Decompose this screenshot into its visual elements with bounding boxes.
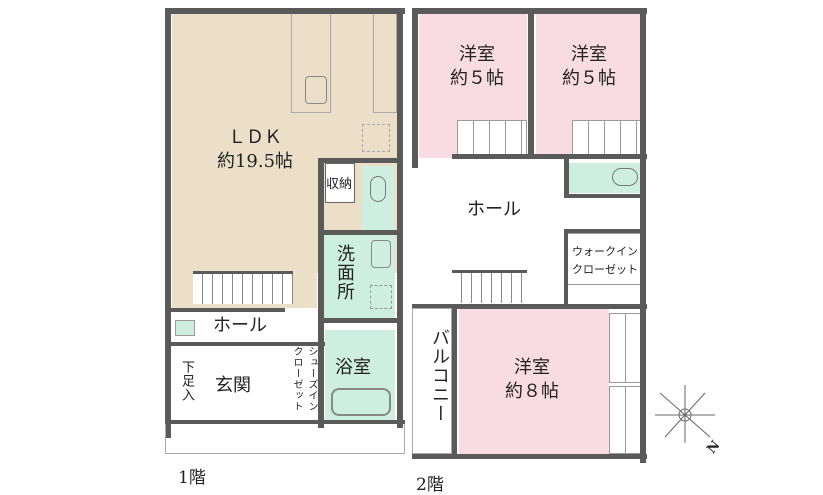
wall — [452, 154, 647, 159]
wall — [397, 8, 403, 428]
wall — [165, 8, 171, 438]
toilet-2f-icon — [612, 168, 638, 186]
storage-room — [325, 163, 355, 203]
closet-b — [572, 120, 644, 158]
storage-label: 収納 — [326, 177, 353, 192]
wall — [165, 420, 405, 424]
stairs-2f — [452, 270, 527, 303]
hall-2f-label: ホール — [467, 199, 521, 220]
walk-in-label: ウォークイン クローゼット — [572, 243, 638, 279]
hall-1f-label: ホール — [213, 315, 267, 336]
washbasin-icon — [371, 240, 391, 268]
wall — [564, 229, 568, 304]
wall — [528, 8, 534, 158]
wall — [452, 304, 457, 454]
ldk-name: ＬＤＫ — [228, 127, 282, 148]
western-c-name: 洋室 — [514, 357, 550, 378]
wall — [564, 229, 644, 233]
wall — [165, 8, 405, 14]
wall — [318, 158, 324, 428]
balcony-label: バルコニー — [429, 328, 450, 423]
western-b-size: 約５帖 — [562, 68, 616, 89]
floor-2-plan: 洋室 約５帖 洋室 約５帖 ホール ウォークイン クローゼット 洋室 約８帖 バ… — [412, 8, 647, 463]
wall — [318, 158, 398, 163]
washroom-label: 洗面所 — [334, 244, 355, 301]
floor-1-label: 1階 — [178, 468, 206, 488]
western-a-label: 洋室 約５帖 — [437, 43, 517, 91]
kitchen-sink-icon — [305, 76, 327, 104]
closet-c1 — [609, 313, 644, 383]
wall — [412, 304, 647, 309]
western-b-label: 洋室 約５帖 — [549, 43, 629, 91]
wall — [640, 8, 646, 463]
wall — [564, 194, 644, 198]
bathroom — [325, 330, 395, 420]
washroom — [322, 233, 395, 318]
wall — [165, 342, 325, 346]
stairs-1f — [193, 271, 293, 304]
wall — [412, 8, 418, 168]
wall — [165, 308, 285, 312]
wall — [564, 158, 569, 198]
ldk-size: 約19.5帖 — [216, 151, 294, 172]
toilet-icon — [370, 176, 386, 202]
wall — [318, 318, 398, 323]
balcony-outline — [412, 308, 452, 454]
closet-c2 — [609, 386, 644, 454]
western-a-size: 約５帖 — [450, 68, 504, 89]
shoe-box-label: 下足入 — [179, 360, 194, 402]
floor-2-label: 2階 — [416, 475, 444, 495]
sink-small-icon — [175, 320, 195, 336]
wall — [412, 454, 647, 459]
compass-rose-icon — [655, 385, 715, 445]
western-c-size: 約８帖 — [505, 381, 559, 402]
porch-outline — [165, 424, 405, 454]
bath-label: 浴室 — [335, 357, 371, 378]
shoes-closet-label: シューズインクローゼット — [291, 346, 317, 412]
walk-in-name-1: ウォークイン — [572, 245, 638, 258]
floor-1-plan: ＬＤＫ 約19.5帖 収納 洗面所 ホール 浴室 玄関 下足入 シューズインクロ… — [165, 8, 405, 454]
closet-a — [457, 120, 527, 158]
kitchen-back-counter — [373, 13, 397, 113]
western-room-c — [459, 308, 609, 456]
western-b-name: 洋室 — [571, 44, 607, 65]
wall — [318, 230, 398, 235]
fridge-space — [362, 124, 390, 152]
western-c-label: 洋室 約８帖 — [492, 356, 572, 404]
ldk-label: ＬＤＫ 約19.5帖 — [190, 126, 320, 174]
western-a-name: 洋室 — [459, 44, 495, 65]
walk-in-name-2: クローゼット — [572, 263, 638, 276]
bathtub-icon — [331, 388, 391, 416]
entrance-label: 玄関 — [215, 375, 251, 396]
washer-space — [370, 285, 392, 309]
